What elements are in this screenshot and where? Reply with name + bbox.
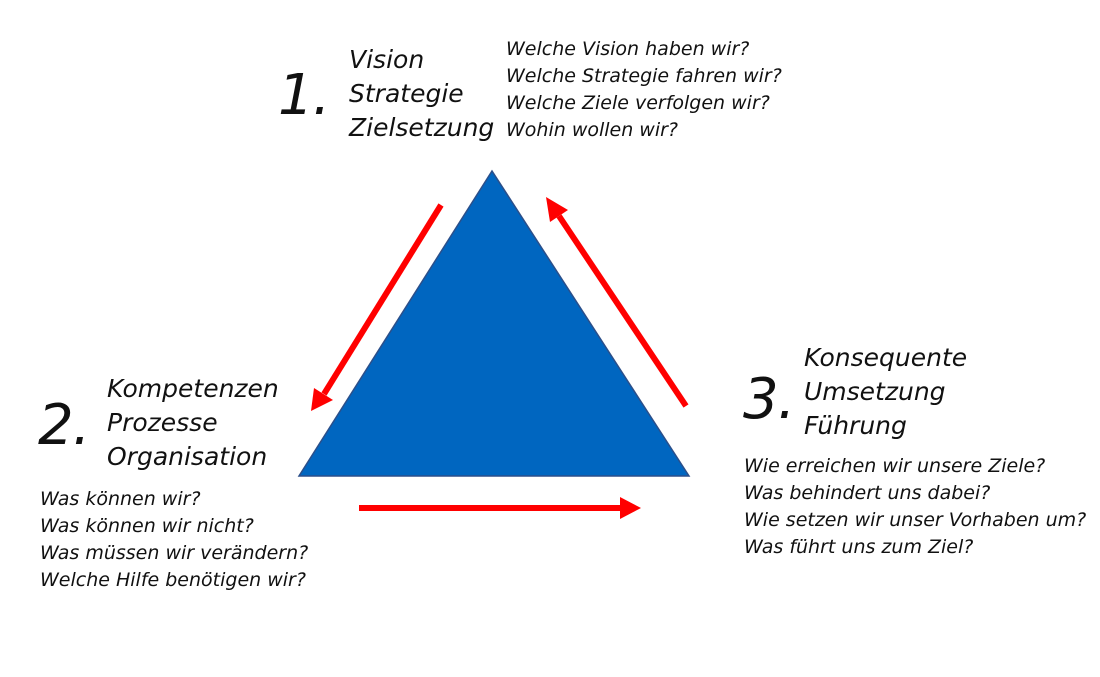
arrow-3-to-1 <box>546 197 689 408</box>
triangle-shape <box>297 169 691 477</box>
section-2-heading-line: Organisation <box>107 442 268 471</box>
section-3-question: Wie setzen wir unser Vorhaben um? <box>744 509 1087 531</box>
section-2-heading-line: Prozesse <box>107 408 218 437</box>
section-1-question: Wohin wollen wir? <box>506 119 679 141</box>
section-2-heading-line: Kompetenzen <box>107 374 279 403</box>
section-2-question: Welche Hilfe benötigen wir? <box>40 569 306 591</box>
section-3-heading-line: Umsetzung <box>804 377 946 406</box>
section-1-question: Welche Ziele verfolgen wir? <box>506 92 770 114</box>
section-1-heading-line: Zielsetzung <box>349 113 495 142</box>
section-3-question: Was führt uns zum Ziel? <box>744 536 974 558</box>
section-1-heading: Vision Strategie Zielsetzung <box>349 43 494 145</box>
section-1-question: Welche Vision haben wir? <box>506 38 750 60</box>
section-3-question: Wie erreichen wir unsere Ziele? <box>744 455 1046 477</box>
section-1-heading-line: Vision <box>349 45 425 74</box>
section-1-questions: Welche Vision haben wir? Welche Strategi… <box>506 36 782 144</box>
section-2-question: Was können wir nicht? <box>40 515 254 537</box>
section-1-question: Welche Strategie fahren wir? <box>506 65 782 87</box>
section-3-questions: Wie erreichen wir unsere Ziele? Was behi… <box>744 453 1086 561</box>
arrow-1-to-2 <box>311 203 444 411</box>
section-2-questions: Was können wir? Was können wir nicht? Wa… <box>40 486 308 594</box>
section-3-question: Was behindert uns dabei? <box>744 482 991 504</box>
section-2-question: Was müssen wir verändern? <box>40 542 309 564</box>
section-1-number: 1. <box>278 63 330 128</box>
arrow-2-to-3 <box>359 497 641 519</box>
section-2-question: Was können wir? <box>40 488 201 510</box>
section-3-heading-line: Konsequente <box>804 343 968 372</box>
section-3-heading: Konsequente Umsetzung Führung <box>804 341 967 443</box>
section-1-heading-line: Strategie <box>349 79 464 108</box>
section-2-number: 2. <box>38 393 90 458</box>
section-2-heading: Kompetenzen Prozesse Organisation <box>107 372 279 474</box>
section-3-number: 3. <box>743 367 795 432</box>
section-3-heading-line: Führung <box>804 411 907 440</box>
